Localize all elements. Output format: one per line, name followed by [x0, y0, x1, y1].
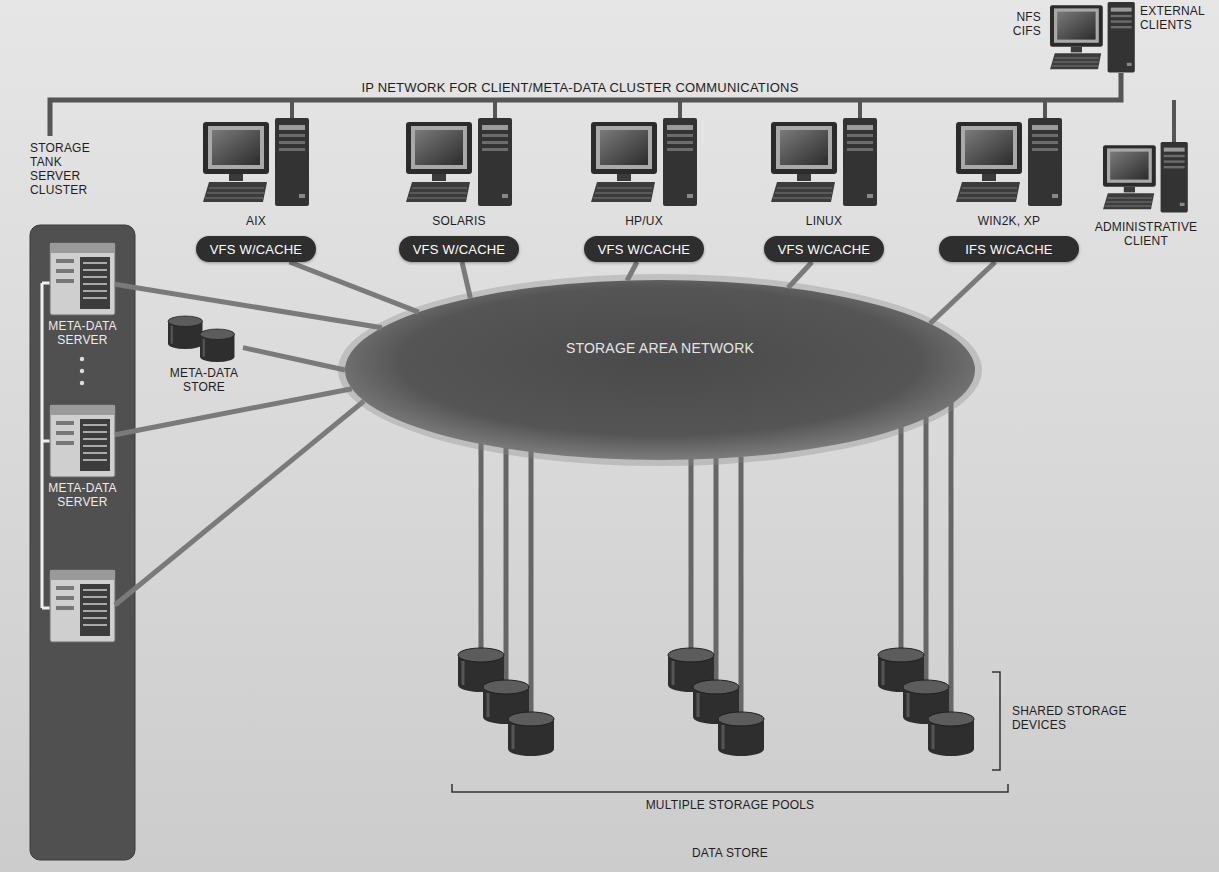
pill-label: VFS W/CACHE — [598, 242, 690, 257]
disk-icon — [718, 712, 764, 756]
computer-icon — [1103, 142, 1188, 212]
computer-icon — [406, 118, 512, 206]
pill-label: VFS W/CACHE — [778, 242, 870, 257]
vfs-cache-pill: VFS W/CACHE — [764, 236, 884, 262]
server-icon — [50, 405, 115, 477]
vfs-cache-pill: VFS W/CACHE — [584, 236, 704, 262]
client-label: ADMINISTRATIVE CLIENT — [1087, 220, 1205, 248]
client-computer: AIX — [200, 116, 312, 210]
client-computer: HP/UX — [588, 116, 700, 210]
computer-icon — [956, 118, 1062, 206]
client-computer: SOLARIS — [403, 116, 515, 210]
san-glow — [338, 274, 982, 466]
client-computer: WIN2K, XP — [953, 116, 1065, 210]
disk-icon — [168, 316, 203, 349]
cluster-panel-shape — [30, 225, 135, 860]
cluster-heading: STORAGE TANK SERVER CLUSTER — [30, 141, 110, 197]
server-icon — [50, 570, 115, 642]
client-computer: LINUX — [768, 116, 880, 210]
san-link — [115, 401, 364, 605]
ellipsis-dot — [80, 369, 84, 373]
san-link — [462, 262, 470, 298]
bracket-label: SHARED STORAGE DEVICES — [1012, 704, 1132, 732]
server-icon — [50, 243, 115, 315]
san-link — [243, 348, 345, 370]
computer-icon — [1050, 2, 1135, 72]
pill-label: VFS W/CACHE — [210, 242, 302, 257]
pill-label: VFS W/CACHE — [413, 242, 505, 257]
san-link — [930, 262, 995, 324]
disk-icon — [200, 329, 235, 362]
client-label: WIN2K, XP — [959, 214, 1059, 228]
external-client: NFS CIFSEXTERNAL CLIENTS — [1047, 0, 1137, 74]
admin-client: ADMINISTRATIVE CLIENT — [1100, 140, 1192, 216]
san-link — [627, 262, 637, 281]
san-link — [788, 262, 812, 288]
san-label: STORAGE AREA NETWORK — [566, 340, 754, 356]
client-label: SOLARIS — [409, 214, 509, 228]
vfs-cache-pill: VFS W/CACHE — [196, 236, 316, 262]
pill-label: IFS W/CACHE — [965, 242, 1052, 257]
client-label: HP/UX — [594, 214, 694, 228]
client-label: EXTERNAL CLIENTS — [1140, 4, 1210, 32]
server-label: META-DATA SERVER — [37, 319, 129, 347]
server-label: META-DATA SERVER — [37, 481, 129, 509]
ellipsis-dot — [80, 357, 84, 361]
san-link — [115, 284, 382, 327]
computer-icon — [771, 118, 877, 206]
meta-data-store: META-DATA STORE — [165, 316, 243, 362]
client-label: LINUX — [774, 214, 874, 228]
san-link — [115, 389, 352, 435]
store-label: META-DATA STORE — [159, 366, 249, 394]
san-link — [290, 262, 419, 312]
bracket-label: MULTIPLE STORAGE POOLS — [580, 798, 880, 812]
meta-data-server: META-DATA SERVER — [50, 405, 115, 477]
ifs-cache-pill: IFS W/CACHE — [939, 236, 1079, 262]
storage-area-network: STORAGE AREA NETWORK — [345, 280, 975, 460]
bracket — [992, 672, 1000, 770]
server-cluster-panel: STORAGE TANK SERVER CLUSTERMETA-DATA SER… — [30, 225, 135, 860]
computer-icon — [203, 118, 309, 206]
meta-data-server: META-DATA SERVER — [50, 243, 115, 315]
section-label: DATA STORE — [580, 846, 880, 860]
network-label: IP NETWORK FOR CLIENT/META-DATA CLUSTER … — [230, 80, 930, 96]
computer-icon — [591, 118, 697, 206]
ellipsis-dot — [80, 381, 84, 385]
client-label: NFS CIFS — [1003, 10, 1041, 38]
bracket — [452, 784, 1008, 792]
disk-icon — [928, 712, 974, 756]
vfs-cache-pill: VFS W/CACHE — [399, 236, 519, 262]
disk-icon — [508, 712, 554, 756]
client-label: AIX — [206, 214, 306, 228]
san-ellipse — [345, 280, 975, 460]
